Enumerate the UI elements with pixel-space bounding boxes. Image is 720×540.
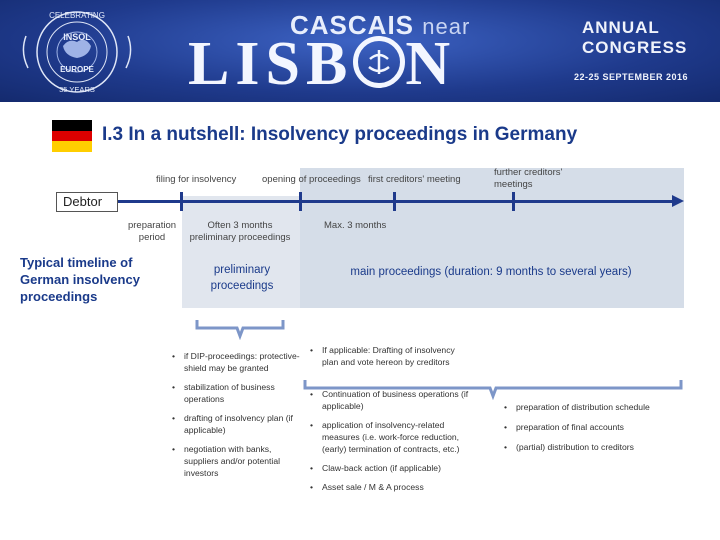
list-item: if DIP-proceedings: protective-shield ma…: [172, 350, 302, 374]
header-banner: CELEBRATING INSOL EUROPE 35 YEARS CASCAI…: [0, 0, 720, 102]
period-often: Often 3 months preliminary proceedings: [189, 220, 291, 243]
list-item: negotiation with banks, suppliers and/or…: [172, 443, 302, 479]
timeline-arrow-icon: [672, 195, 684, 207]
list-item: Claw-back action (if applicable): [310, 462, 470, 474]
list-item: application of insolvency-related measur…: [310, 419, 470, 455]
flag-stripe-gold: [52, 141, 92, 152]
period-max: Max. 3 months: [324, 220, 387, 231]
tick-further-meetings: [512, 192, 515, 211]
list-item: preparation of distribution schedule: [504, 401, 704, 413]
lisbon-right-text: N: [405, 30, 457, 98]
flag-stripe-black: [52, 120, 92, 131]
seal-bottom-text: 35 YEARS: [59, 85, 95, 94]
prelim-bullet-list: if DIP-proceedings: protective-shield ma…: [172, 350, 302, 486]
annual-congress: ANNUAL CONGRESS: [582, 18, 687, 58]
tick-filing: [180, 192, 183, 211]
phase-main-label: main proceedings (duration: 9 months to …: [350, 266, 632, 278]
timeline-axis: [118, 200, 678, 203]
debtor-box: Debtor: [56, 192, 118, 212]
main-right-bullet-list: preparation of distribution schedule pre…: [504, 401, 704, 460]
event-further-meetings: further creditors' meetings: [494, 167, 563, 190]
event-opening: opening of proceedings: [262, 174, 361, 185]
list-item: Asset sale / M & A process: [310, 481, 470, 493]
near-text: near: [422, 14, 471, 39]
lisbon-left-text: LISB: [188, 30, 354, 98]
flag-stripe-red: [52, 130, 92, 142]
list-item: drafting of insolvency plan (if applicab…: [172, 412, 302, 436]
germany-flag-icon: [52, 120, 92, 152]
cascais-text: CASCAIS: [290, 10, 415, 40]
event-filing: filing for insolvency: [156, 174, 237, 185]
tick-opening: [299, 192, 302, 211]
cascais-title: CASCAIS near: [290, 10, 470, 41]
slide-title: I.3 In a nutshell: Insolvency proceeding…: [102, 124, 578, 145]
seal-mid2-text: EUROPE: [60, 65, 94, 74]
annual-text: ANNUAL: [582, 18, 660, 37]
phase-preliminary-label: preliminary proceedings: [210, 264, 274, 292]
tick-first-meeting: [393, 192, 396, 211]
main-mid-bullet-list: If applicable: Drafting of insolvency pl…: [310, 344, 470, 500]
brace-main-icon: [303, 380, 683, 400]
list-item: (partial) distribution to creditors: [504, 441, 704, 453]
main-proceedings-area: [300, 168, 684, 308]
brace-preliminary-icon: [195, 320, 285, 340]
list-item: stabilization of business operations: [172, 381, 302, 405]
list-item: preparation of final accounts: [504, 421, 704, 433]
event-first-meeting: first creditors' meeting: [368, 174, 461, 185]
seal-top-text: CELEBRATING: [49, 11, 105, 20]
preliminary-proceedings-area: [182, 196, 300, 308]
insol-europe-seal-icon: CELEBRATING INSOL EUROPE 35 YEARS: [22, 11, 132, 94]
congress-text: CONGRESS: [582, 38, 688, 57]
seal-mid1-text: INSOL: [63, 32, 91, 42]
list-item: If applicable: Drafting of insolvency pl…: [310, 344, 470, 368]
lisbon-title: LISB N: [188, 33, 456, 95]
congress-dates: 22-25 SEPTEMBER 2016: [574, 72, 689, 82]
lisbon-emblem-icon: [353, 36, 406, 88]
period-preparation: preparation period: [127, 220, 177, 243]
typical-timeline-label: Typical timeline of German insolvency pr…: [20, 255, 140, 304]
list-item: Continuation of business operations (if …: [310, 388, 470, 412]
